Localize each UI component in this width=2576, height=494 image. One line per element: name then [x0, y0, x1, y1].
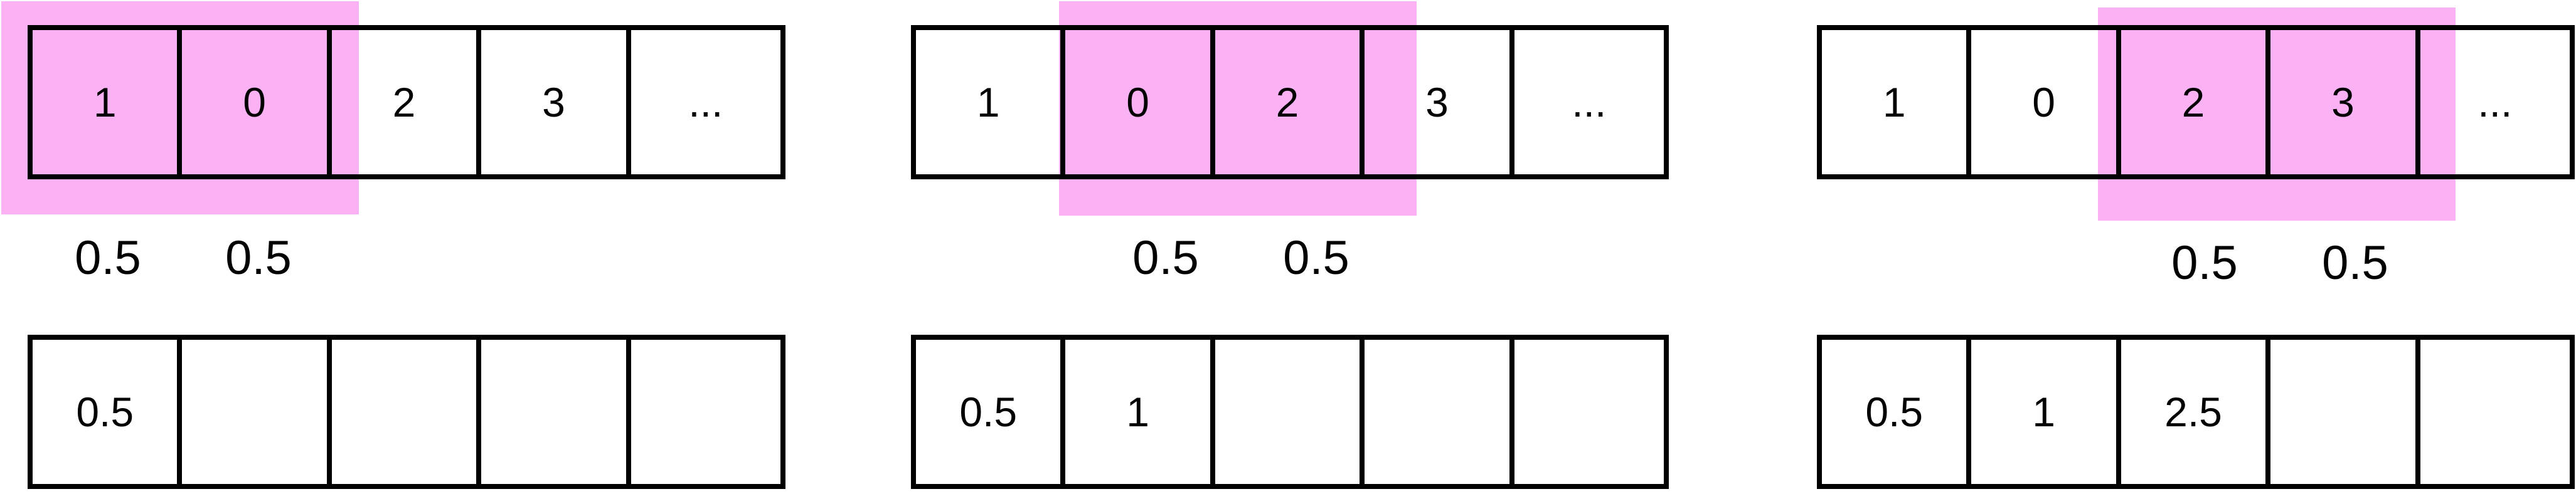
kernel-weight: 0.5	[2171, 236, 2238, 290]
output-cell	[182, 340, 332, 484]
input-cell: 3	[481, 30, 631, 174]
output-cell	[2270, 340, 2420, 484]
output-cell	[1215, 340, 1365, 484]
input-cell: ...	[688, 79, 723, 125]
output-array: 0.5 1 2.5	[1817, 335, 2575, 489]
kernel-weight: 0.5	[1283, 231, 1349, 285]
kernel-weight: 0.5	[75, 231, 141, 285]
output-cell: 2.5	[2121, 340, 2271, 484]
output-cell: 1	[1065, 340, 1215, 484]
input-cell: 1	[1822, 30, 1972, 174]
input-cell: 0	[1065, 30, 1215, 174]
output-cell: 0.5	[916, 340, 1066, 484]
output-cell: 0.5	[1822, 340, 1972, 484]
input-cell: 3	[2270, 30, 2420, 174]
panel-step-3: 1 0 2 3 ... 0.5 0.5 0.5 1 2.5	[1817, 0, 2575, 494]
input-array: 1 0 2 3 ...	[911, 25, 1669, 179]
output-cell	[1514, 340, 1664, 484]
output-array: 0.5	[28, 335, 785, 489]
input-cell: 2	[332, 30, 482, 174]
window-highlight	[1059, 1, 1417, 216]
output-cell	[481, 340, 631, 484]
panel-step-2: 1 0 2 3 ... 0.5 0.5 0.5 1	[911, 0, 1681, 494]
kernel-weight: 0.5	[2322, 236, 2388, 290]
input-cell: 3	[1365, 30, 1514, 174]
input-cell: 2	[1215, 30, 1365, 174]
input-cell: ...	[1572, 79, 1607, 125]
input-cell: 0	[182, 30, 332, 174]
input-cell: 1	[916, 30, 1066, 174]
kernel-weight: 0.5	[1132, 231, 1199, 285]
input-array: 1 0 2 3 ...	[28, 25, 785, 179]
output-array: 0.5 1	[911, 335, 1669, 489]
output-cell	[332, 340, 482, 484]
input-cell: 1	[33, 30, 183, 174]
input-cell: 2	[2121, 30, 2271, 174]
output-cell	[1365, 340, 1514, 484]
input-array: 1 0 2 3 ...	[1817, 25, 2575, 179]
input-cell: ...	[2478, 79, 2513, 125]
output-cell: 0.5	[33, 340, 183, 484]
output-cell	[631, 340, 780, 484]
input-cell: 0	[1971, 30, 2121, 174]
output-cell	[2420, 340, 2570, 484]
panel-step-1: 1 0 2 3 ... 0.5 0.5 0.5	[0, 0, 785, 494]
kernel-weight: 0.5	[225, 231, 292, 285]
window-highlight	[2098, 8, 2456, 221]
output-cell: 1	[1971, 340, 2121, 484]
